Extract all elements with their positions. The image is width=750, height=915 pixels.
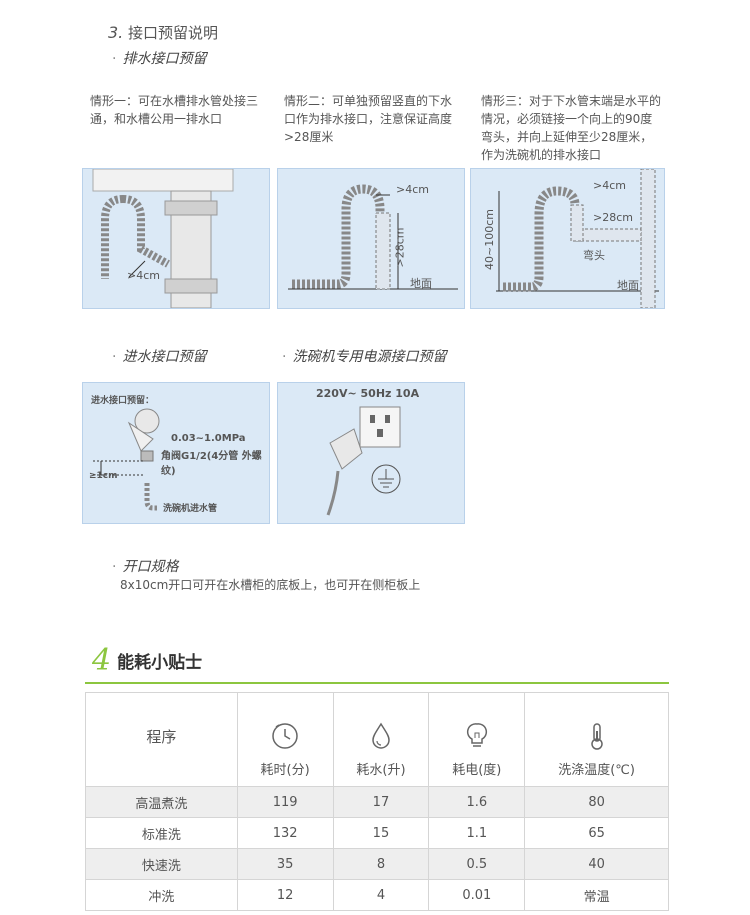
row-program: 标准洗	[85, 817, 238, 849]
row-temp: 80	[524, 786, 669, 818]
thermometer-icon	[590, 723, 603, 750]
row-time: 119	[236, 786, 334, 818]
table-row: 快速洗 35 8 0.5 40	[85, 848, 669, 880]
light-bulb-icon	[466, 723, 487, 747]
inlet-diagram: 进水接口预留： 0.03~1.0MPa 角阀G1/2(4分管 外螺纹) ≥1cm…	[82, 382, 270, 524]
row-power: 0.5	[428, 848, 526, 880]
header-temp-label: 洗涤温度(℃)	[558, 763, 635, 778]
tips-divider	[85, 682, 669, 684]
label-gt28cm-3: >28cm	[593, 211, 633, 224]
drain-case-1-diagram: >4cm	[82, 168, 270, 309]
row-program: 冲洗	[85, 879, 238, 911]
inlet-panel-title: 进水接口预留：	[91, 396, 155, 406]
water-drop-icon	[372, 722, 390, 749]
tips-header: 4 能耗小贴士	[92, 640, 202, 680]
drain-case-3-diagram: >4cm >28cm 40~100cm 弯头 地面	[470, 168, 665, 309]
inlet-pressure: 0.03~1.0MPa	[171, 433, 246, 444]
power-heading: ·洗碗机专用电源接口预留	[282, 349, 447, 365]
row-program: 高温煮洗	[85, 786, 238, 818]
row-power: 0.01	[428, 879, 526, 911]
header-water-label: 耗水(升)	[356, 763, 406, 778]
row-water: 8	[332, 848, 430, 880]
clock-icon	[272, 723, 298, 749]
header-temp: 洗涤温度(℃)	[524, 692, 669, 787]
header-program: 程序	[85, 692, 238, 787]
tips-number: 4	[92, 642, 112, 678]
opening-desc: 8x10cm开口可开在水槽柜的底板上，也可开在侧柜板上	[120, 578, 421, 592]
section-title: 3. 接口预留说明	[108, 22, 218, 43]
drain-case-2-diagram: >4cm >28cm 地面	[277, 168, 465, 309]
section-title-text: 接口预留说明	[128, 24, 219, 42]
label-elbow: 弯头	[583, 249, 605, 262]
label-gt28cm-2: >28cm	[393, 227, 407, 268]
label-gt4cm-3: >4cm	[593, 179, 626, 192]
power-diagram: 220V~ 50Hz 10A	[277, 382, 465, 524]
row-program: 快速洗	[85, 848, 238, 880]
inlet-gap: ≥1cm	[89, 471, 118, 481]
row-power: 1.6	[428, 786, 526, 818]
row-water: 15	[332, 817, 430, 849]
row-time: 132	[236, 817, 334, 849]
drain-case-2-caption: 情形二：可单独预留竖直的下水口作为排水接口，注意保证高度>28厘米	[284, 94, 453, 144]
power-heading-text: 洗碗机专用电源接口预留	[292, 349, 447, 365]
row-water: 17	[332, 786, 430, 818]
inlet-heading: ·进水接口预留	[112, 349, 207, 365]
label-gt4cm-2: >4cm	[396, 183, 429, 196]
header-time: 耗时(分)	[236, 692, 334, 787]
row-time: 35	[236, 848, 334, 880]
table-row: 高温煮洗 119 17 1.6 80	[85, 786, 669, 818]
row-temp: 常温	[524, 879, 669, 911]
label-range: 40~100cm	[482, 209, 496, 270]
row-power: 1.1	[428, 817, 526, 849]
drain-case-3-caption: 情形三：对于下水管末端是水平的情况，必须链接一个向上的90度弯头，并向上延伸至少…	[481, 94, 662, 162]
inlet-heading-text: 进水接口预留	[122, 349, 207, 365]
opening-heading: ·开口规格	[112, 559, 179, 575]
inlet-hose-label: 洗碗机进水管	[163, 504, 218, 514]
header-water: 耗水(升)	[332, 692, 430, 787]
power-spec: 220V~ 50Hz 10A	[316, 387, 420, 400]
section-number: 3.	[108, 23, 124, 42]
label-ground-2: 地面	[410, 277, 432, 290]
energy-table: 程序 耗时(分) 耗水(升) 耗电(度) 洗涤温度(℃) 高温煮洗 119 17	[85, 692, 669, 911]
row-temp: 65	[524, 817, 669, 849]
table-row: 冲洗 12 4 0.01 常温	[85, 879, 669, 911]
table-row: 标准洗 132 15 1.1 65	[85, 817, 669, 849]
opening-heading-text: 开口规格	[122, 559, 179, 575]
header-time-label: 耗时(分)	[260, 763, 310, 778]
tips-title: 能耗小贴士	[117, 652, 203, 673]
row-time: 12	[236, 879, 334, 911]
drain-heading: ·排水接口预留	[112, 51, 207, 67]
inlet-valve: 角阀G1/2(4分管 外螺纹)	[161, 451, 262, 477]
header-power: 耗电(度)	[428, 692, 526, 787]
drain-heading-text: 排水接口预留	[122, 51, 207, 67]
drain-case-1-caption: 情形一：可在水槽排水管处接三通，和水槽公用一排水口	[90, 94, 259, 126]
header-power-label: 耗电(度)	[452, 763, 502, 778]
row-temp: 40	[524, 848, 669, 880]
row-water: 4	[332, 879, 430, 911]
label-ground-3: 地面	[617, 279, 639, 292]
label-gt4cm-1: >4cm	[127, 269, 160, 282]
table-header-row: 程序 耗时(分) 耗水(升) 耗电(度) 洗涤温度(℃)	[85, 692, 669, 787]
